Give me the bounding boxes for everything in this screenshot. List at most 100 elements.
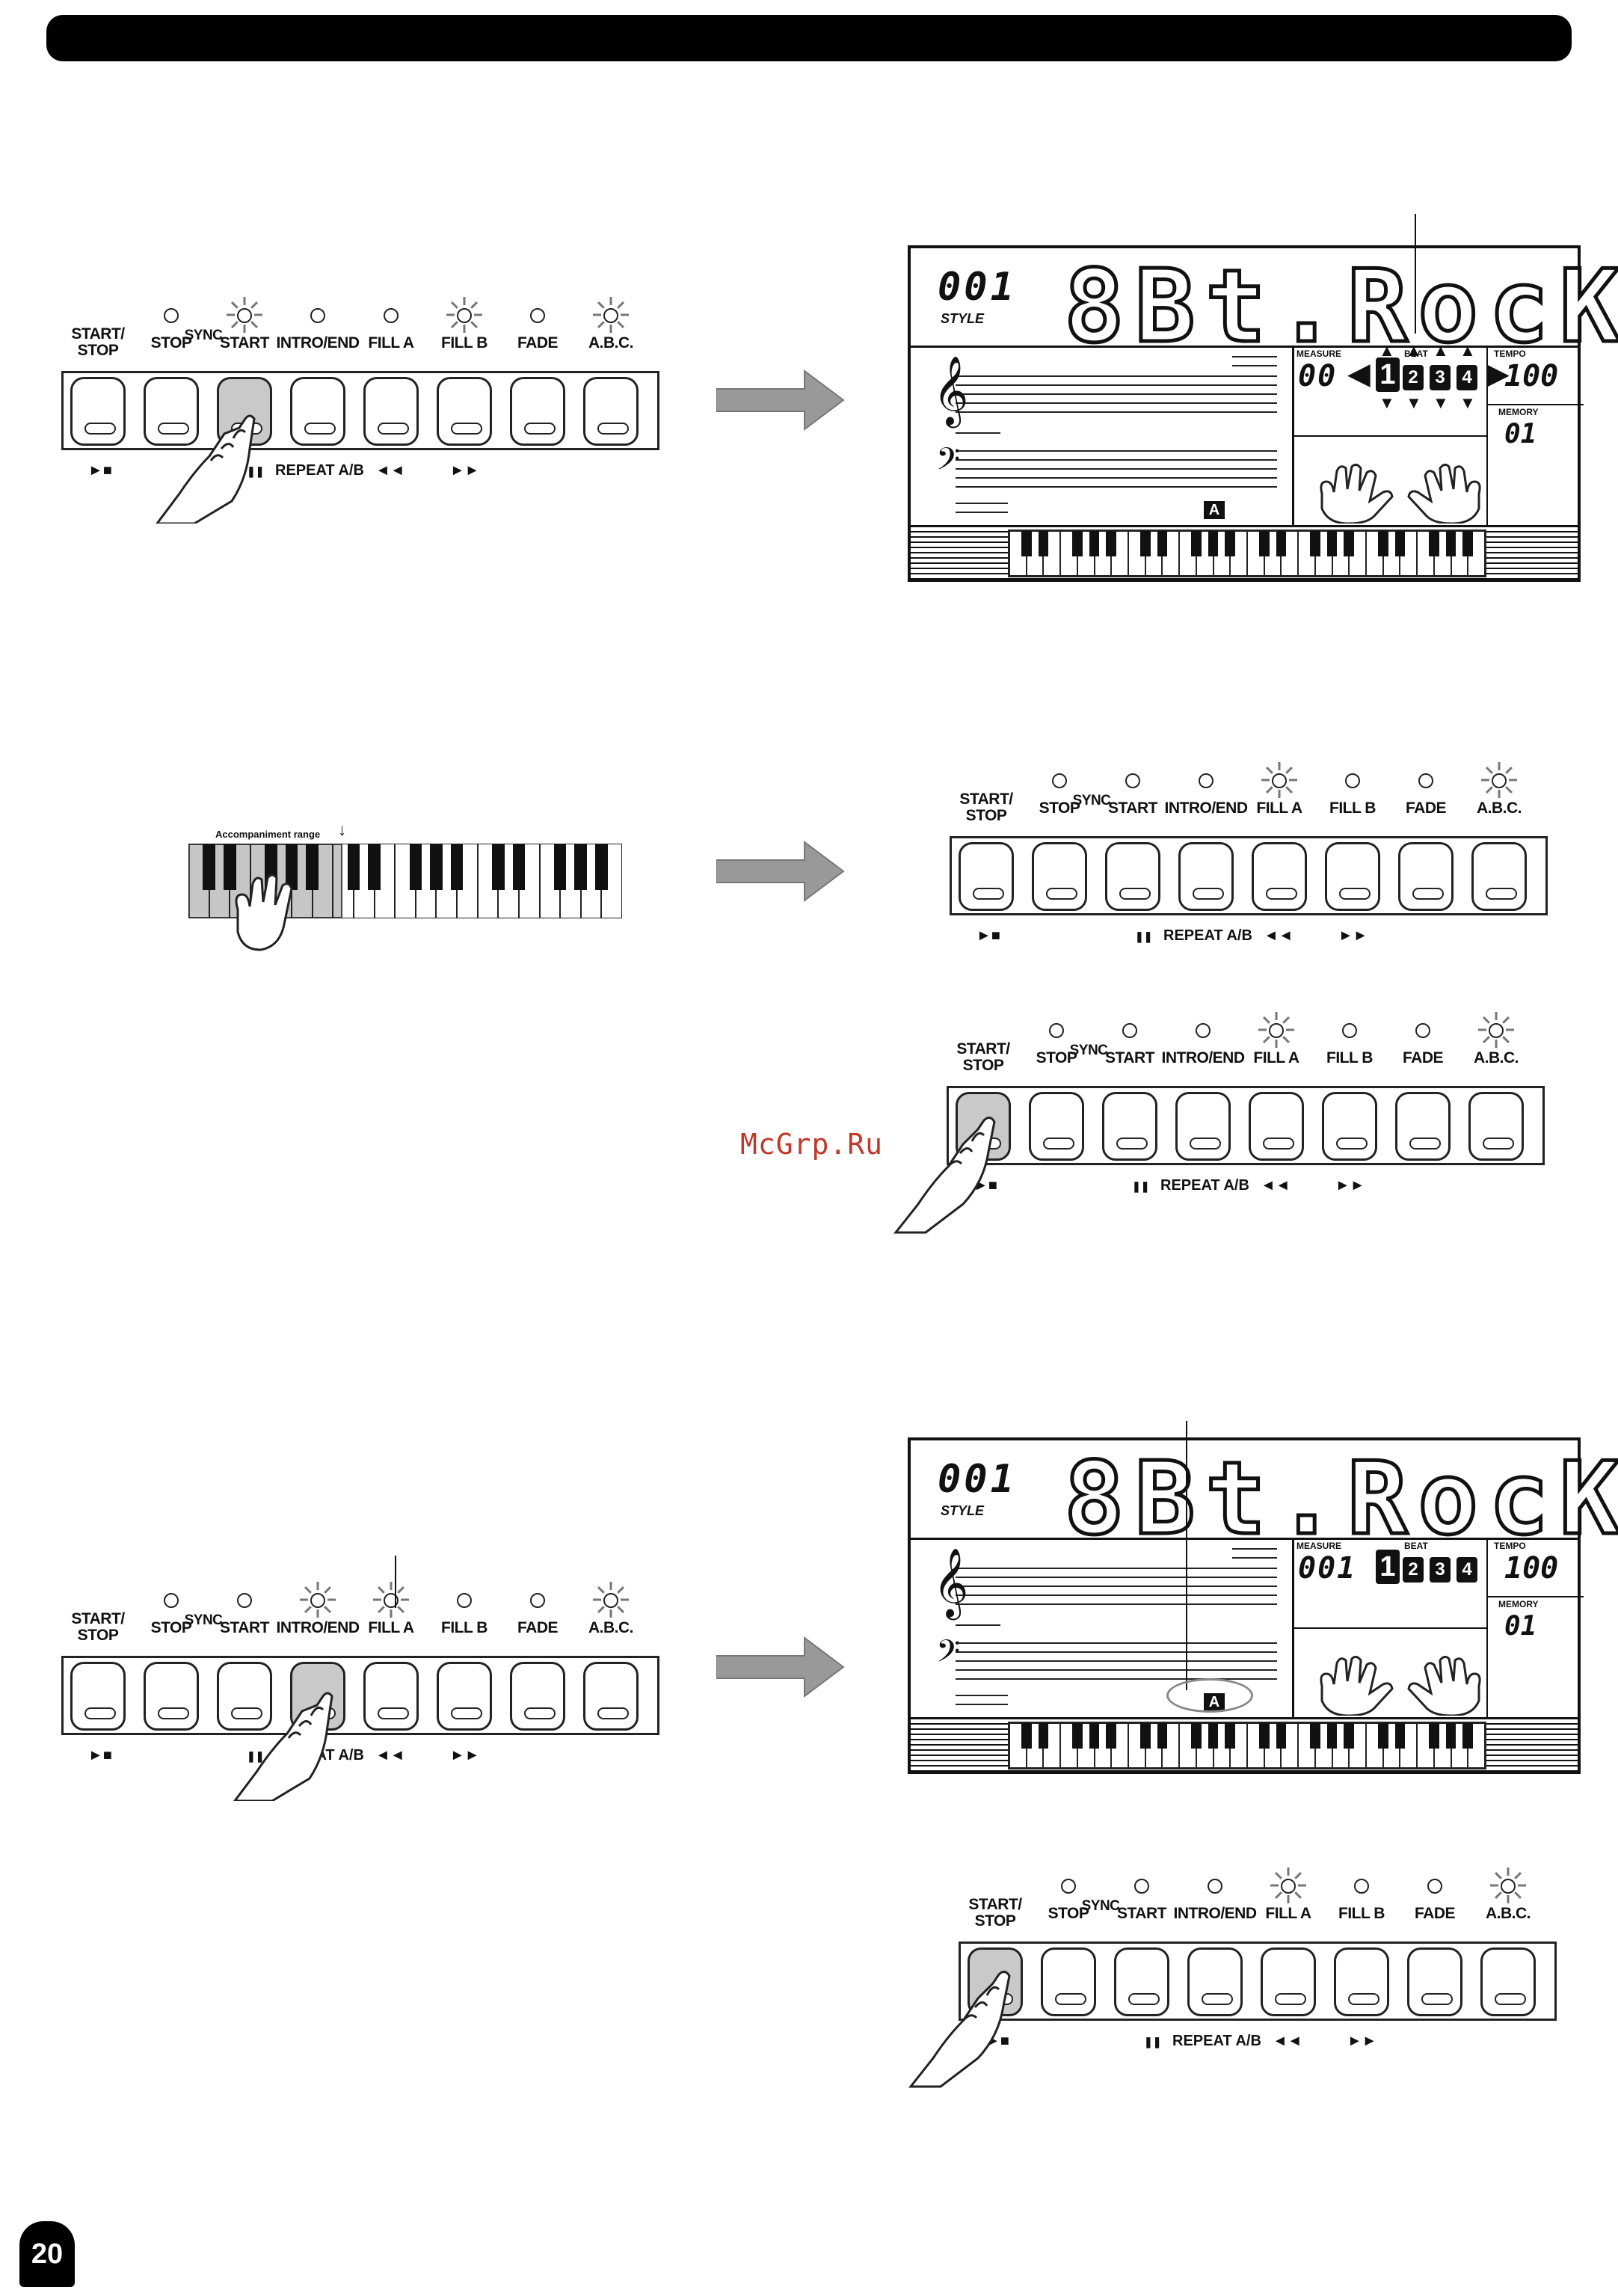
black-key <box>1394 1723 1406 1749</box>
button-slot <box>1483 1138 1514 1149</box>
button-slot <box>158 1707 189 1719</box>
panel-button[interactable] <box>1398 842 1454 911</box>
panel-label: FILL B <box>1329 799 1376 817</box>
panel-button[interactable] <box>1252 842 1307 911</box>
button-slot <box>597 1707 629 1719</box>
black-key <box>430 844 443 890</box>
panel-label: FILL B <box>1326 1049 1373 1066</box>
panel-label: FILL A <box>1256 799 1302 817</box>
pressing-hand-icon <box>893 1117 996 1234</box>
staff-line <box>956 411 1277 413</box>
style-number: 001 <box>938 1457 1017 1502</box>
staff-line <box>956 1678 1277 1680</box>
tempo-arrow-icon: ▶ <box>1486 357 1510 390</box>
panel-button[interactable] <box>144 1662 199 1731</box>
black-key <box>1429 531 1439 556</box>
panel-button[interactable] <box>437 377 492 446</box>
button-slot <box>304 423 336 435</box>
panel-button[interactable] <box>1041 1947 1096 2016</box>
panel-button[interactable] <box>1032 842 1087 911</box>
fast-forward-symbol: ►► <box>1335 1177 1365 1194</box>
led-glow <box>371 1580 411 1620</box>
panel-button[interactable] <box>1175 1092 1231 1161</box>
panel-button[interactable] <box>217 1662 272 1731</box>
panel-button[interactable] <box>363 377 419 446</box>
panel-button[interactable] <box>1471 842 1527 911</box>
beat-indicator: 1 <box>1376 1550 1400 1584</box>
black-key <box>1191 1723 1202 1749</box>
button-slot <box>1055 1993 1086 2005</box>
black-key <box>1225 531 1236 556</box>
style-label: STYLE <box>941 1503 985 1518</box>
led-indicator <box>310 1593 325 1608</box>
panel-button[interactable] <box>1325 842 1380 911</box>
panel-button[interactable] <box>583 1662 639 1731</box>
right-arrow-icon <box>716 369 845 431</box>
panel-button[interactable] <box>1114 1947 1169 2016</box>
panel-button[interactable] <box>1322 1092 1377 1161</box>
panel-button[interactable] <box>437 1662 492 1731</box>
lcd-divider <box>911 1717 1578 1719</box>
ledger-line <box>956 1704 1008 1705</box>
measure-value: 00 <box>1298 359 1338 393</box>
panel-button[interactable] <box>1334 1947 1389 2016</box>
panel-button[interactable] <box>144 377 199 446</box>
panel-label: START/STOP <box>968 1896 1022 1930</box>
panel-label: FILL A <box>1253 1049 1299 1066</box>
beat-up-arrow-icon: ▲ <box>1379 341 1395 360</box>
panel-button[interactable] <box>1395 1092 1451 1161</box>
panel-button[interactable] <box>290 377 345 446</box>
panel-button[interactable] <box>1105 842 1160 911</box>
play-stop-symbol: ►■ <box>976 927 1000 944</box>
panel-button[interactable] <box>1029 1092 1084 1161</box>
led-indicator <box>1501 1879 1516 1894</box>
panel-button[interactable] <box>1261 1947 1316 2016</box>
panel-button[interactable] <box>1468 1092 1524 1161</box>
button-slot <box>1128 1993 1160 2005</box>
right-arrow-icon <box>716 1636 845 1698</box>
panel-button[interactable] <box>1187 1947 1243 2016</box>
measure-arrow-icon: ◀ <box>1347 357 1371 390</box>
panel-button[interactable] <box>510 1662 565 1731</box>
panel-button[interactable] <box>583 377 639 446</box>
panel-button[interactable] <box>70 377 126 446</box>
panel-button[interactable] <box>70 1662 126 1731</box>
led-indicator <box>457 1593 472 1608</box>
led-glow <box>224 295 265 335</box>
panel-label: A.B.C. <box>1474 1049 1519 1066</box>
panel-label: FADE <box>1402 1049 1444 1066</box>
sync-label: SYNC <box>184 328 223 343</box>
panel-button[interactable] <box>1178 842 1234 911</box>
panel-button[interactable] <box>1407 1947 1462 2016</box>
lcd-divider <box>1486 1596 1584 1597</box>
black-key <box>1344 1723 1355 1749</box>
led-indicator <box>1492 773 1507 788</box>
beat-indicator: 2 <box>1403 1557 1424 1583</box>
repeat-ab-label: REPEAT A/B <box>1172 2033 1261 2049</box>
lcd-divider <box>1486 404 1584 405</box>
panel-label: INTRO/END <box>1161 1049 1246 1066</box>
button-slot <box>1486 888 1517 900</box>
led-indicator <box>237 1593 252 1608</box>
beat-up-arrow-icon: ▲ <box>1459 341 1476 360</box>
black-key <box>1445 1723 1456 1749</box>
beat-down-arrow-icon: ▼ <box>1379 393 1395 412</box>
staff-line <box>956 1577 1277 1578</box>
panel-button[interactable] <box>959 842 1014 911</box>
panel-button[interactable] <box>1102 1092 1157 1161</box>
led-indicator <box>1199 773 1214 788</box>
black-key <box>1344 531 1355 556</box>
panel-button[interactable] <box>1249 1092 1304 1161</box>
button-slot <box>1043 1138 1074 1149</box>
repeat-ab-label: REPEAT A/B <box>1160 1177 1249 1194</box>
rewind-symbol: ◄◄ <box>1273 2033 1302 2049</box>
led-indicator <box>1272 773 1287 788</box>
panel-button[interactable] <box>1480 1947 1536 2016</box>
rewind-symbol: ◄◄ <box>1264 927 1294 944</box>
panel-button[interactable] <box>363 1662 419 1731</box>
led-glow <box>298 1580 338 1620</box>
panel-button[interactable] <box>510 377 565 446</box>
beat-indicator: 2 <box>1403 365 1424 390</box>
